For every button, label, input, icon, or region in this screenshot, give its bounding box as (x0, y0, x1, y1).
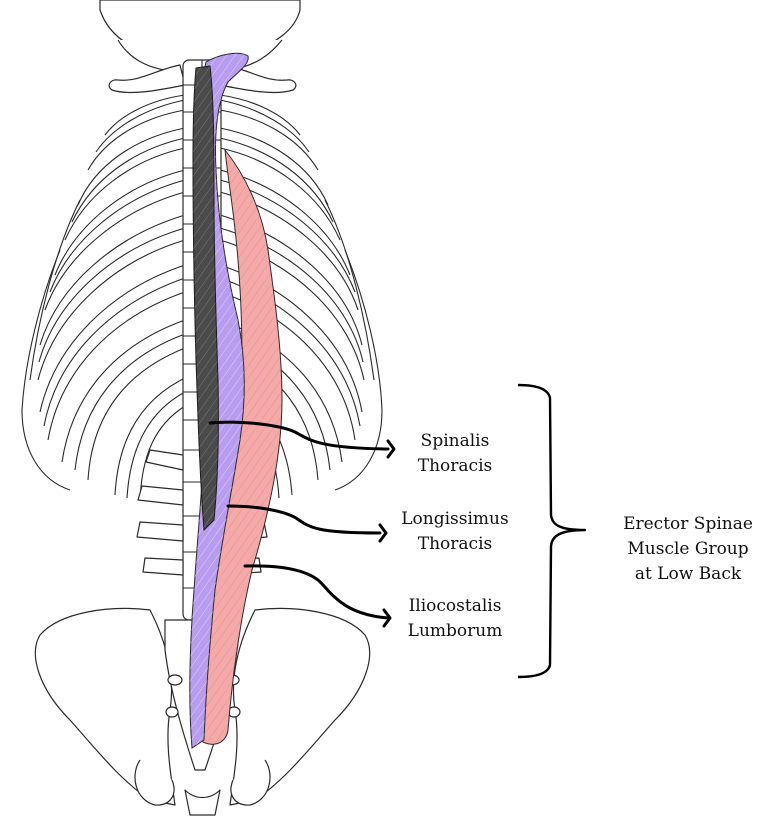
group-label-line3: at Low Back (635, 564, 742, 584)
spinalis-label-line1: Spinalis (421, 431, 490, 451)
iliocostalis-label-line1: Iliocostalis (409, 596, 502, 616)
longissimus-label-line1: Longissimus (401, 509, 508, 529)
left-clavicle (109, 65, 185, 93)
iliocostalis-label-line2: Lumborum (408, 621, 503, 641)
group-label-line2: Muscle Group (627, 539, 748, 559)
group-label-line1: Erector Spinae (623, 514, 753, 534)
rib-cage-left (22, 95, 185, 500)
labels: Spinalis Thoracis Longissimus Thoracis I… (401, 431, 753, 641)
longissimus-label-line2: Thoracis (418, 534, 492, 554)
group-bracket (518, 385, 585, 677)
spinalis-label-line2: Thoracis (418, 456, 492, 476)
